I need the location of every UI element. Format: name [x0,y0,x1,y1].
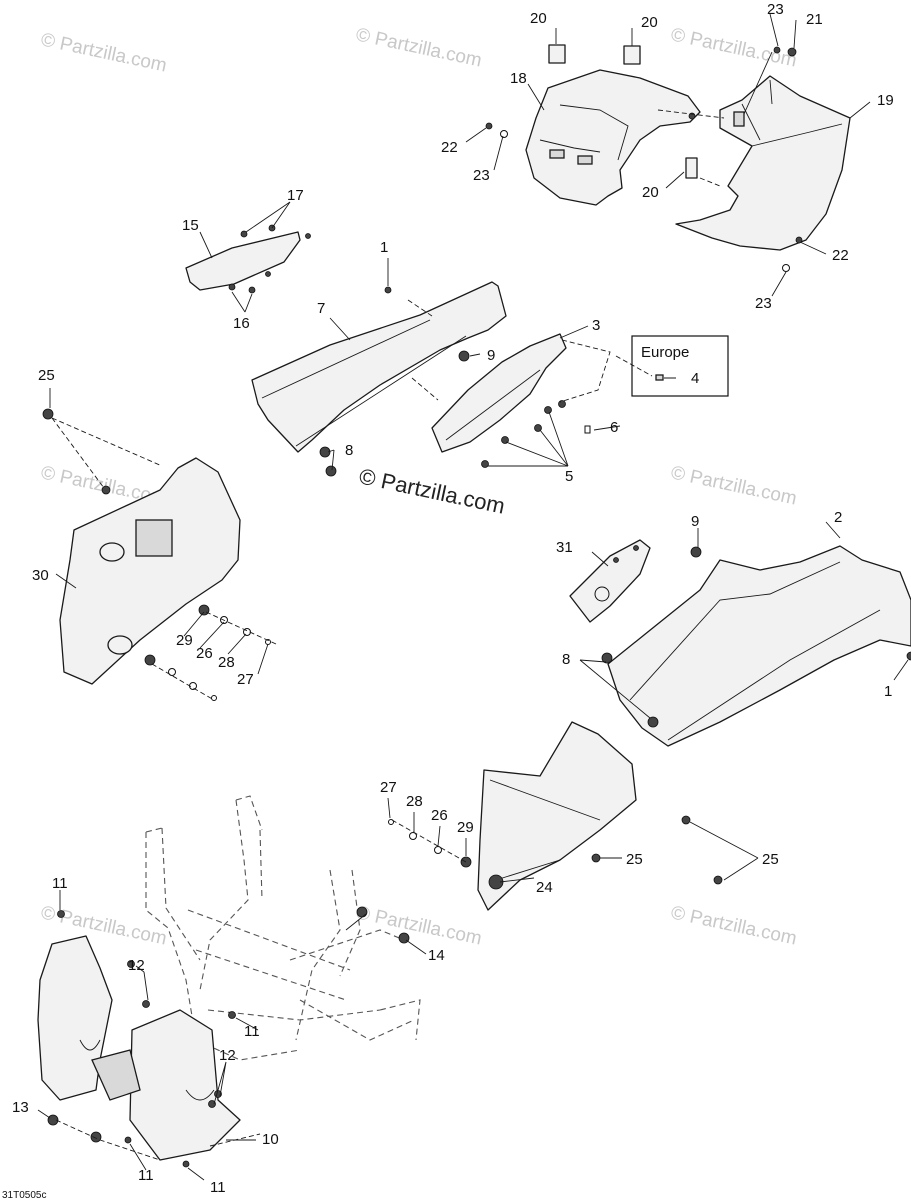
callout-23: 23 [767,1,784,18]
hardware-lower-washers [388,819,472,868]
callout-29: 29 [176,632,193,649]
callout-11: 11 [244,1023,260,1040]
callout-23: 23 [755,295,772,312]
callout-25: 25 [38,367,55,384]
callout-19: 19 [877,92,894,109]
callout-12: 12 [128,957,145,974]
callout-26: 26 [431,807,448,824]
watermark-5: © Partzilla.com [669,462,799,509]
part-3-footrest-panel [431,333,567,453]
watermark-center: © Partzilla.com [357,463,507,518]
callout-1: 1 [884,683,892,700]
callout-25: 25 [762,851,779,868]
hardware-middle [319,350,591,477]
part-18-fender-panel [525,69,701,206]
part-10-front-bumper [37,906,410,1168]
callout-29: 29 [457,819,474,836]
callout-22: 22 [441,139,458,156]
europe-label: Europe [641,344,689,361]
callout-8: 8 [345,442,353,459]
callout-21: 21 [806,11,823,28]
callout-5: 5 [565,468,573,485]
callout-26: 26 [196,645,213,662]
part-20-insert-c [685,157,698,179]
europe-option-box: Europe [631,335,729,397]
callout-27: 27 [380,779,397,796]
watermark-1: © Partzilla.com [39,29,169,76]
watermark-2: © Partzilla.com [354,24,484,71]
callout-18: 18 [510,70,527,87]
callout-numbers: 20 20 23 21 18 19 22 23 20 22 23 17 15 1… [12,1,894,1196]
part-7-side-panel [251,281,507,453]
part-20-insert-b [623,45,641,65]
callout-15: 15 [182,217,199,234]
callout-9: 9 [487,347,495,364]
callout-11: 11 [52,875,68,892]
callout-20: 20 [642,184,659,201]
part-19-mudguard [675,75,851,251]
callout-12: 12 [219,1047,236,1064]
callout-27: 27 [237,671,254,688]
part-30-front-cover [42,408,241,685]
callout-17: 17 [287,187,304,204]
watermark-7: © Partzilla.com [354,902,484,949]
callout-3: 3 [592,317,600,334]
callout-28: 28 [218,654,235,671]
callout-1: 1 [380,239,388,256]
callout-8: 8 [562,651,570,668]
callout-2: 2 [834,509,842,526]
callout-31: 31 [556,539,573,556]
drawing-code: 31T0505c [2,1190,46,1200]
callout-20: 20 [641,14,658,31]
frame-outline [145,795,421,1061]
callout-24: 24 [536,879,553,896]
callout-30: 30 [32,567,49,584]
callout-13: 13 [12,1099,29,1116]
callout-16: 16 [233,315,250,332]
callout-25: 25 [626,851,643,868]
part-31-bracket [569,539,651,623]
callout-28: 28 [406,793,423,810]
callout-7: 7 [317,300,325,317]
leader-lines [37,13,909,1181]
callout-22: 22 [832,247,849,264]
part-24-lower-panel [477,721,723,911]
callout-11: 11 [210,1179,226,1196]
callout-10: 10 [262,1131,279,1148]
part-20-insert-a [548,44,566,64]
callout-11: 11 [138,1167,154,1184]
hardware-upper [485,46,803,272]
watermark-8: © Partzilla.com [669,902,799,949]
callout-14: 14 [428,947,445,964]
callout-23: 23 [473,167,490,184]
watermarks: © Partzilla.com © Partzilla.com © Partzi… [39,24,799,949]
callout-9: 9 [691,513,699,530]
part-2-side-panel [601,545,911,747]
part-15-bracket [185,224,311,294]
callout-4: 4 [691,370,699,387]
callout-6: 6 [610,419,618,436]
callout-20: 20 [530,10,547,27]
